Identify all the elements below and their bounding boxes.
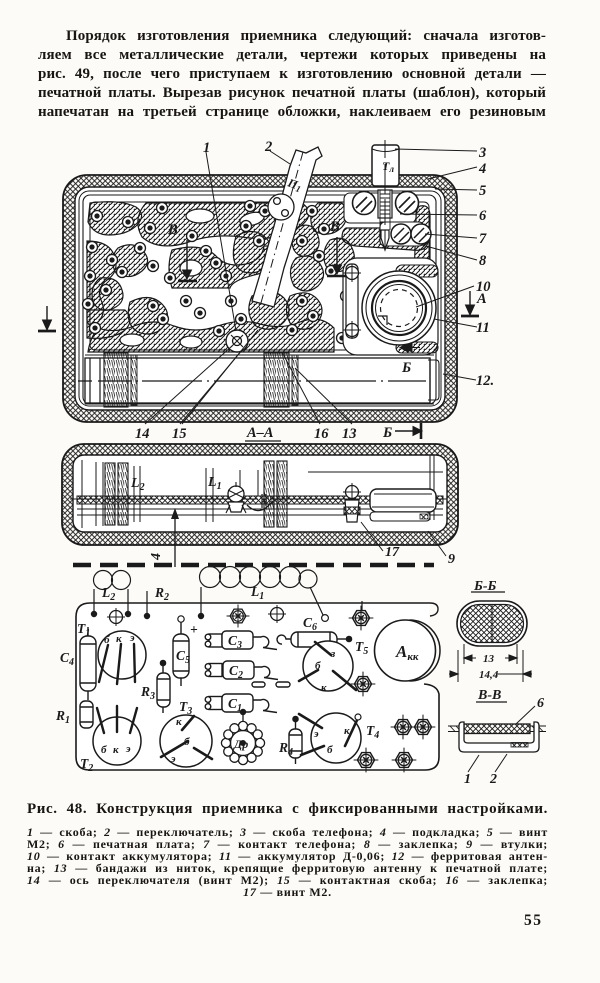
svg-text:к: к	[116, 633, 122, 645]
svg-text:+: +	[190, 622, 198, 637]
svg-text:5: 5	[479, 183, 486, 199]
svg-text:12.: 12.	[476, 373, 494, 389]
svg-text:В: В	[167, 222, 178, 238]
svg-text:4: 4	[149, 553, 164, 561]
svg-text:А: А	[476, 291, 487, 307]
svg-text:Б-Б: Б-Б	[473, 579, 497, 594]
svg-text:з: з	[330, 648, 336, 660]
svg-text:17: 17	[385, 545, 400, 560]
svg-text:к: к	[344, 725, 350, 737]
svg-text:э: э	[170, 753, 176, 765]
svg-text:R1: R1	[55, 708, 70, 726]
svg-text:11: 11	[476, 320, 490, 336]
svg-text:б: б	[184, 736, 190, 748]
svg-text:R2: R2	[154, 585, 169, 603]
svg-text:8: 8	[479, 253, 487, 269]
svg-text:15: 15	[172, 426, 187, 442]
svg-text:В-В: В-В	[477, 688, 501, 703]
svg-text:к: к	[113, 744, 119, 756]
svg-text:3: 3	[478, 145, 486, 161]
svg-text:э: э	[313, 728, 319, 740]
svg-text:С4: С4	[60, 650, 74, 668]
svg-text:2: 2	[264, 139, 272, 155]
svg-text:2: 2	[489, 772, 497, 787]
svg-text:10: 10	[476, 279, 491, 295]
svg-text:к: к	[176, 716, 182, 728]
svg-text:П1: П1	[285, 175, 304, 194]
svg-text:б: б	[327, 744, 333, 756]
svg-text:6: 6	[479, 208, 487, 224]
svg-text:4: 4	[478, 161, 486, 177]
svg-text:L1: L1	[250, 584, 264, 602]
svg-text:1: 1	[203, 140, 210, 156]
svg-text:э: э	[125, 743, 131, 755]
svg-text:Б: Б	[401, 360, 411, 376]
svg-text:1: 1	[464, 772, 471, 787]
svg-text:6: 6	[537, 696, 544, 711]
svg-text:L2: L2	[101, 585, 115, 603]
svg-text:9: 9	[448, 552, 455, 567]
svg-text:14: 14	[135, 426, 150, 442]
svg-text:б: б	[101, 744, 107, 756]
svg-text:Др: Др	[233, 737, 248, 751]
svg-text:б: б	[104, 634, 110, 646]
svg-text:16: 16	[314, 426, 329, 442]
svg-text:13: 13	[483, 653, 495, 665]
svg-text:э: э	[129, 632, 135, 644]
svg-text:14,4: 14,4	[479, 669, 499, 681]
svg-text:А–А: А–А	[246, 425, 274, 441]
svg-text:б: б	[315, 660, 321, 672]
svg-text:к: к	[321, 682, 327, 694]
svg-text:7: 7	[479, 231, 487, 247]
svg-text:13: 13	[342, 426, 357, 442]
svg-text:В: В	[329, 219, 340, 235]
svg-text:Б: Б	[382, 425, 392, 441]
